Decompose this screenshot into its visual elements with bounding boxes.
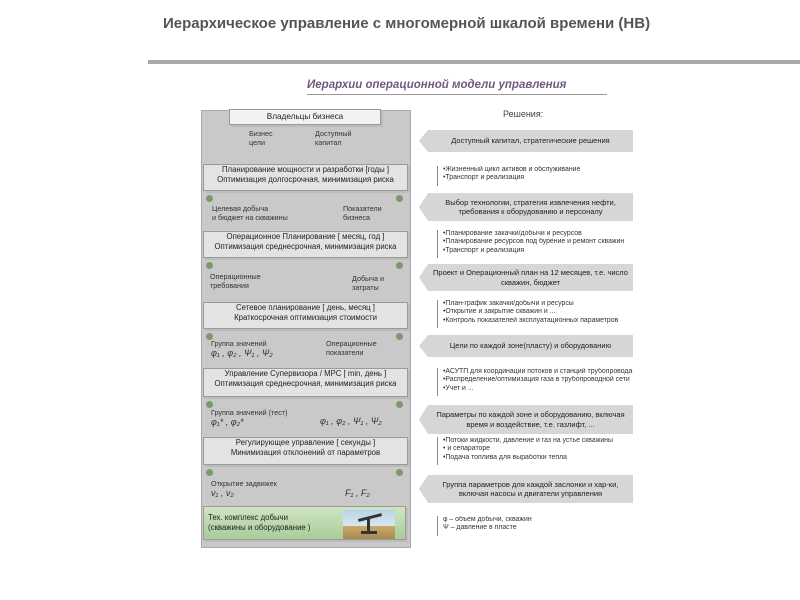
level-title: Операционное Планирование [ месяц, год ] — [226, 232, 385, 241]
level-title: Тех. комплекс добычи — [208, 513, 288, 522]
owner-box: Владельцы бизнеса — [229, 109, 381, 125]
level-box-regulatory-control: Регулирующее управление [ секунды ] Мини… — [203, 437, 408, 465]
level-box-network-planning: Сетевое планирование [ день, месяц ] Кра… — [203, 302, 408, 329]
decision-text: Проект и Операционный план на 12 месяцев… — [433, 268, 628, 287]
connector-dot — [396, 469, 403, 476]
level-subtitle: Оптимизация среднесрочная, минимизация р… — [214, 242, 397, 251]
level-subtitle: Краткосрочная оптимизация стоимости — [234, 313, 377, 322]
decision-text: Доступный капитал, стратегические решени… — [451, 136, 610, 146]
connector-dot — [396, 195, 403, 202]
level-title: Сетевое планирование [ день, месяц ] — [236, 303, 375, 312]
level-subtitle: Минимизация отклонений от параметров — [230, 448, 381, 457]
owner-box-label: Владельцы бизнеса — [266, 112, 344, 121]
decision-bullets: •План-график закачки/добычи и ресурсы•От… — [437, 300, 658, 328]
connector-dot — [206, 469, 213, 476]
connector-dot — [396, 401, 403, 408]
level-title: Регулирующее управление [ секунды ] — [235, 438, 376, 447]
page-title: Иерархическое управление с многомерной ш… — [163, 15, 651, 32]
decision-text: Цели по каждой зоне(пласту) и оборудован… — [449, 341, 612, 351]
decision-arrow: Цели по каждой зоне(пласту) и оборудован… — [419, 335, 633, 357]
decision-arrow: Параметры по каждой зоне и оборудованию,… — [419, 405, 633, 434]
level-title: Планирование мощности и разработки [годы… — [221, 165, 390, 174]
subtitle-underline — [307, 94, 607, 95]
level-subtitle: Оптимизация долгосрочная, минимизация ри… — [217, 175, 394, 184]
decision-text: Выбор технологии, стратегия извлечения н… — [445, 197, 616, 217]
decision-text: Параметры по каждой зоне и оборудованию,… — [436, 410, 625, 429]
level-title: Управление Супервизора / МРС [ min, день… — [224, 369, 387, 378]
decision-arrow: Выбор технологии, стратегия извлечения н… — [419, 193, 633, 221]
flow-label-flow-values: F₁ , F₂ — [345, 488, 370, 498]
title-underline — [148, 60, 800, 64]
flow-label-test-value-group: Группа значений (тест)φ₁* , φ₂* — [211, 408, 288, 427]
level-box-operational-planning: Операционное Планирование [ месяц, год ]… — [203, 231, 408, 258]
level-subtitle: (скважины и оборудование ) — [208, 523, 311, 532]
decision-bullets: •Жизненный цикл активов и обслуживание•Т… — [437, 166, 658, 186]
connector-dot — [396, 262, 403, 269]
diagram-subtitle: Иерархии операционной модели управления — [307, 79, 567, 91]
connector-dot — [206, 262, 213, 269]
level-box-capacity-planning: Планирование мощности и разработки [годы… — [203, 164, 408, 191]
oil-pump-icon — [343, 510, 395, 539]
decision-bullets: •Потоки жидкости, давление и газ на усть… — [437, 437, 668, 465]
decision-arrow: Группа параметров для каждой заслонки и … — [419, 475, 633, 503]
decisions-header: Решения: — [503, 109, 544, 119]
decision-arrow: Проект и Операционный план на 12 месяцев… — [419, 264, 633, 291]
connector-dot — [396, 333, 403, 340]
connector-dot — [206, 401, 213, 408]
connector-dot — [206, 333, 213, 340]
level-subtitle: Оптимизация среднесрочная, минимизация р… — [214, 379, 397, 388]
flow-label-test-values: φ₁ , φ₂ , Ψ₁ , Ψ₂ — [320, 416, 382, 426]
level-box-supervisory-control: Управление Супервизора / МРС [ min, день… — [203, 368, 408, 397]
decision-bullets: •Планирование закачки/добычи и ресурсов•… — [437, 230, 658, 258]
decision-bullets: •АСУТП для координации потоков и станций… — [437, 368, 668, 396]
connector-dot — [206, 195, 213, 202]
decision-arrow: Доступный капитал, стратегические решени… — [419, 130, 633, 152]
decision-text: Группа параметров для каждой заслонки и … — [442, 479, 619, 499]
